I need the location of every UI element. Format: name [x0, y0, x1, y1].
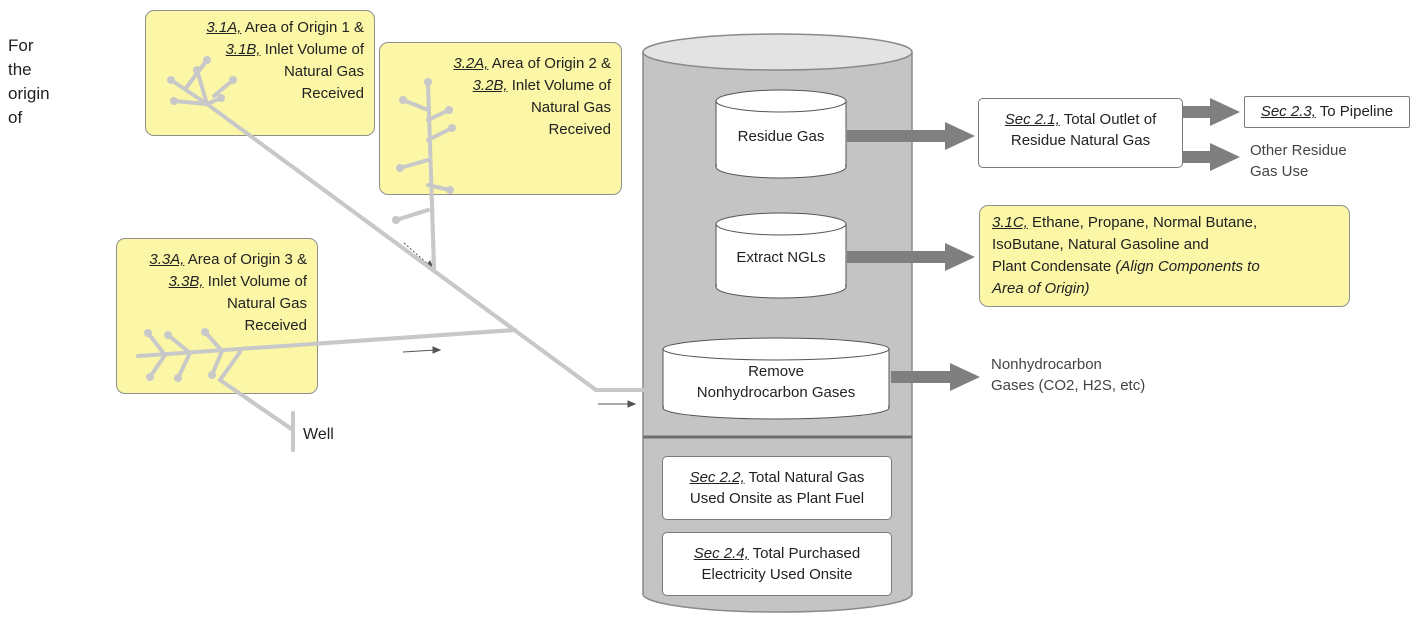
total-outlet-box: Sec 2.1, Total Outlet of Residue Natural…: [978, 98, 1183, 168]
area-1-text-b: Inlet Volume of: [260, 41, 364, 58]
area-3-line3: Natural Gas: [226, 295, 307, 312]
arrow-residue-to-outlet: [847, 122, 975, 150]
total-outlet-ref: Sec 2.1,: [1004, 111, 1060, 128]
to-pipeline-text: To Pipeline: [1315, 103, 1394, 120]
area-3-line4: Received: [244, 317, 307, 334]
left-note-line: the: [8, 60, 32, 79]
area-2-text-a: Area of Origin 2 &: [488, 55, 611, 72]
left-note: For the origin of: [8, 34, 58, 130]
plant-fuel-ref: Sec 2.2,: [689, 469, 745, 486]
other-use-line2: Gas Use: [1250, 163, 1309, 180]
well-label: Well: [303, 426, 334, 443]
to-pipeline-ref: Sec 2.3,: [1260, 103, 1316, 120]
other-residue-gas-use: Other Residue Gas Use: [1250, 140, 1347, 182]
area-3-ref-b: 3.3B,: [168, 273, 204, 290]
residue-gas-unit-shape: [715, 89, 847, 179]
area-3-text-b: Inlet Volume of: [203, 273, 307, 290]
electricity-text2: Electricity Used Onsite: [701, 566, 853, 583]
left-note-line: origin: [8, 84, 50, 103]
total-outlet-text1: Total Outlet of: [1059, 111, 1157, 128]
arrow-to-other-use: [1182, 143, 1240, 171]
area-2-line3: Natural Gas: [530, 99, 611, 116]
nonhydrocarbon-gases-output: Nonhydrocarbon Gases (CO2, H2S, etc): [991, 354, 1145, 396]
ngl-ref: 3.1C,: [992, 214, 1028, 231]
ngl-products-box: 3.1C, Ethane, Propane, Normal Butane, Is…: [979, 205, 1350, 307]
other-use-line1: Other Residue: [1250, 142, 1347, 159]
area-3-ref-a: 3.3A,: [149, 251, 185, 268]
electricity-ref: Sec 2.4,: [693, 545, 749, 562]
remove-gases-unit-shape: [662, 337, 890, 420]
electricity-box: Sec 2.4, Total Purchased Electricity Use…: [662, 532, 892, 596]
remove-gases-line1: Remove: [748, 363, 804, 380]
area-of-origin-2-box: 3.2A, Area of Origin 2 & 3.2B, Inlet Vol…: [379, 42, 622, 195]
area-1-ref-a: 3.1A,: [206, 19, 242, 36]
nonhydrocarbon-line2: Gases (CO2, H2S, etc): [991, 377, 1146, 394]
area-2-ref-a: 3.2A,: [453, 55, 489, 72]
ngl-italic1: (Align Components to: [1115, 258, 1260, 275]
area-1-ref-b: 3.1B,: [225, 41, 261, 58]
residue-gas-label: Residue Gas: [737, 128, 825, 145]
output-arrows: [847, 98, 1240, 391]
area-2-line4: Received: [548, 121, 611, 138]
ngl-text3: Plant Condensate: [992, 258, 1116, 275]
nonhydrocarbon-line1: Nonhydrocarbon: [991, 356, 1102, 373]
area-1-line3: Natural Gas: [283, 63, 364, 80]
extract-ngls-label: Extract NGLs: [736, 249, 826, 266]
ngl-text2: IsoButane, Natural Gasoline and: [992, 236, 1209, 253]
arrow-ngls-to-products: [847, 243, 975, 271]
plant-fuel-text1: Total Natural Gas: [744, 469, 865, 486]
remove-gases-line2: Nonhydrocarbon Gases: [696, 384, 856, 401]
total-outlet-text2: Residue Natural Gas: [1010, 132, 1151, 149]
area-of-origin-1-box: 3.1A, Area of Origin 1 & 3.1B, Inlet Vol…: [145, 10, 375, 136]
arrow-to-nonhydrocarbon: [891, 363, 980, 391]
small-flow-arrows: [402, 242, 637, 408]
area-1-text-a: Area of Origin 1 &: [241, 19, 364, 36]
area-2-text-b: Inlet Volume of: [507, 77, 611, 94]
ngl-text1: Ethane, Propane, Normal Butane,: [1027, 214, 1258, 231]
area-of-origin-3-box: 3.3A, Area of Origin 3 & 3.3B, Inlet Vol…: [116, 238, 318, 394]
plant-fuel-box: Sec 2.2, Total Natural Gas Used Onsite a…: [662, 456, 892, 520]
ngl-italic2: Area of Origin): [992, 280, 1090, 297]
arrow-to-pipeline: [1182, 98, 1240, 126]
area-3-text-a: Area of Origin 3 &: [184, 251, 307, 268]
left-note-line: For: [8, 36, 34, 55]
area-2-ref-b: 3.2B,: [472, 77, 508, 94]
remove-gases-label: Remove Nonhydrocarbon Gases: [663, 361, 889, 403]
area-1-line4: Received: [301, 85, 364, 102]
electricity-text1: Total Purchased: [748, 545, 861, 562]
left-note-line: of: [8, 108, 23, 127]
to-pipeline-box: Sec 2.3, To Pipeline: [1244, 96, 1410, 128]
extract-ngls-unit-shape: [715, 212, 847, 299]
plant-fuel-text2: Used Onsite as Plant Fuel: [689, 490, 865, 507]
